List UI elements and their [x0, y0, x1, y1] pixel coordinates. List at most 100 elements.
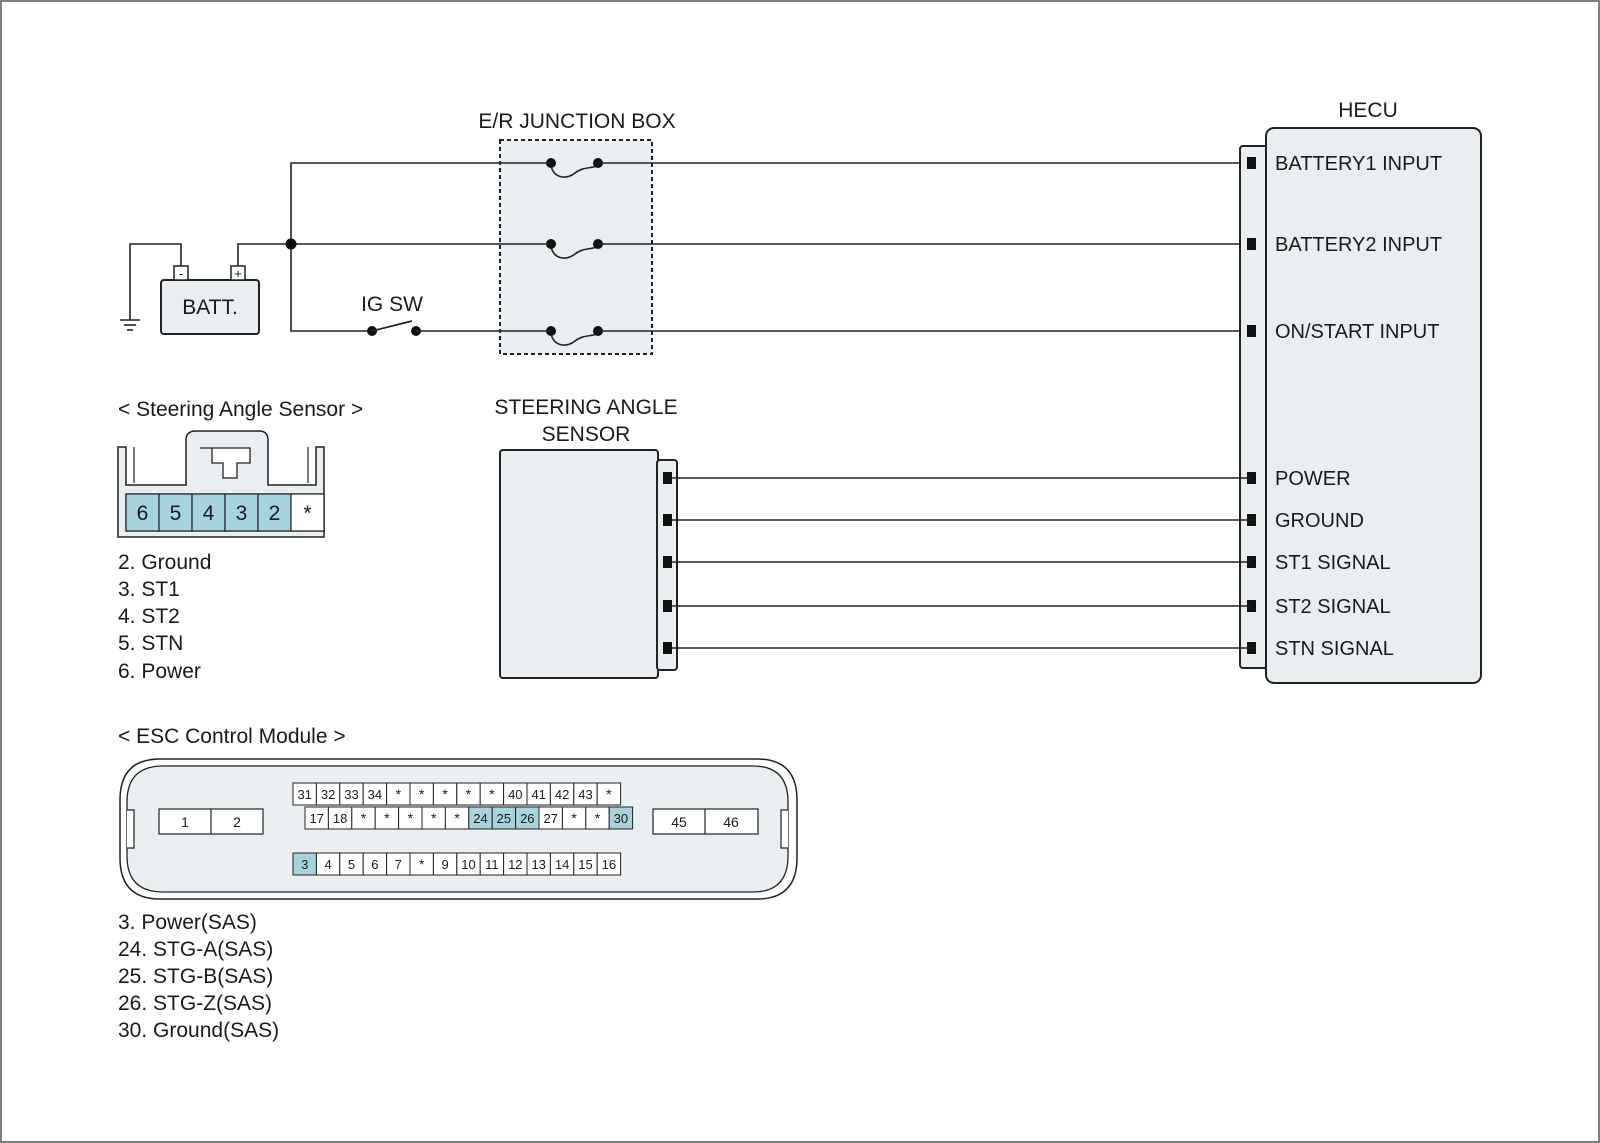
esc-pin-cell: 2: [233, 814, 241, 830]
sas-pin-cell: [290, 493, 325, 532]
esc-pin-number: 13: [531, 857, 545, 872]
sas-pin-number: *: [303, 502, 311, 525]
sas-module-title: SENSOR: [542, 423, 631, 446]
hecu-pin-label: ON/START INPUT: [1275, 321, 1439, 343]
splice-dot: [285, 238, 297, 250]
battery: - + BATT.: [160, 265, 260, 335]
esc-pin-number: 42: [555, 787, 569, 802]
ground-symbol: [120, 243, 182, 331]
esc-pin-number: *: [571, 810, 577, 826]
esc-pin-cell: 1: [181, 814, 189, 830]
ig-switch: IG SW: [361, 293, 551, 336]
esc-pin-cell: 45: [671, 814, 687, 830]
esc-pin-number: 41: [531, 787, 545, 802]
sas-pin-number: 5: [170, 502, 182, 525]
sas-pin-number: 6: [137, 502, 149, 525]
svg-text:+: +: [234, 266, 242, 281]
esc-right-pins: 45 46: [652, 808, 759, 835]
hecu-module: [1265, 127, 1482, 684]
esc-legend-item: 3. Power(SAS): [118, 911, 257, 934]
esc-legend-item: 26. STG-Z(SAS): [118, 992, 272, 1015]
esc-pin-number: 18: [333, 811, 347, 826]
ig-switch-label: IG SW: [361, 293, 423, 316]
sas-connector-title: < Steering Angle Sensor >: [118, 398, 363, 421]
esc-pin-number: 43: [578, 787, 592, 802]
esc-pin-cell: [608, 806, 634, 830]
esc-pin-number: *: [419, 786, 425, 802]
esc-pin-number: *: [361, 810, 367, 826]
esc-pin-number: *: [595, 810, 601, 826]
ig-branch-wire: [290, 244, 372, 332]
esc-pin-number: 40: [508, 787, 522, 802]
sas-module-title: STEERING ANGLE: [494, 396, 677, 419]
esc-pin-number: 14: [555, 857, 569, 872]
esc-pin-cell: [596, 852, 622, 876]
hecu-pin-label: ST1 SIGNAL: [1275, 552, 1391, 574]
junction-box: [499, 139, 653, 355]
esc-pin-number: *: [606, 786, 612, 802]
hecu-pin-label: BATTERY1 INPUT: [1275, 153, 1442, 175]
esc-pin-number: 33: [344, 787, 358, 802]
sas-module: [499, 449, 659, 679]
hecu-pin-label: ST2 SIGNAL: [1275, 596, 1391, 618]
esc-pin-number: 32: [321, 787, 335, 802]
esc-pin-number: 9: [441, 857, 448, 872]
esc-pin-number: 24: [473, 811, 487, 826]
battery-feed-wire: [237, 243, 551, 266]
esc-left-pins: 1 2: [158, 808, 264, 835]
sas-legend-item: 5. STN: [118, 632, 183, 655]
sas-pin-number: 4: [203, 502, 215, 525]
hecu-pin-label: POWER: [1275, 468, 1351, 490]
esc-pin-number: 12: [508, 857, 522, 872]
esc-pin-number: 4: [324, 857, 331, 872]
battery-label: BATT.: [182, 296, 238, 319]
esc-pin-number: 25: [497, 811, 511, 826]
hecu-pin-label: BATTERY2 INPUT: [1275, 234, 1442, 256]
sas-pin-cell: [125, 493, 160, 532]
esc-pin-number: *: [408, 810, 414, 826]
esc-pin-number: *: [384, 810, 390, 826]
sas-pin-number: 3: [236, 502, 248, 525]
svg-text:-: -: [179, 266, 183, 281]
hecu-title: HECU: [1338, 99, 1398, 122]
sas-legend-item: 4. ST2: [118, 605, 180, 628]
esc-pin-number: 5: [348, 857, 355, 872]
hecu-pin-label: GROUND: [1275, 510, 1364, 532]
esc-pin-number: *: [489, 786, 495, 802]
junction-box-title: E/R JUNCTION BOX: [478, 110, 675, 133]
sas-legend-item: 2. Ground: [118, 551, 211, 574]
sas-legend-item: 6. Power: [118, 660, 201, 683]
esc-pin-number: 10: [461, 857, 475, 872]
esc-pin-number: *: [466, 786, 472, 802]
sas-legend-item: 3. ST1: [118, 578, 180, 601]
hecu-connector: [1239, 145, 1269, 669]
esc-pin-number: 31: [297, 787, 311, 802]
esc-pin-number: 16: [602, 857, 616, 872]
esc-pin-number: 27: [543, 811, 557, 826]
hecu-pins: [1247, 157, 1256, 654]
esc-legend-item: 30. Ground(SAS): [118, 1019, 279, 1042]
esc-pin-number: *: [419, 856, 425, 872]
esc-pin-number: 6: [371, 857, 378, 872]
esc-pin-number: 11: [485, 857, 499, 872]
esc-pin-number: *: [396, 786, 402, 802]
esc-legend-item: 24. STG-A(SAS): [118, 938, 273, 961]
esc-pin-number: 3: [301, 857, 308, 872]
esc-pin-number: 17: [309, 811, 323, 826]
esc-pin-number: *: [454, 810, 460, 826]
sas-module-pins: [663, 472, 672, 654]
esc-pin-number: 34: [368, 787, 382, 802]
esc-pin-number: 15: [578, 857, 592, 872]
esc-connector-title: < ESC Control Module >: [118, 725, 346, 748]
esc-pin-number: 30: [614, 811, 628, 826]
esc-pin-cell: 46: [723, 814, 739, 830]
sas-pin-number: 2: [269, 502, 281, 525]
hecu-pin-label: STN SIGNAL: [1275, 638, 1394, 660]
battery1-branch-wire: [290, 162, 551, 244]
esc-pin-number: *: [431, 810, 437, 826]
esc-legend-item: 25. STG-B(SAS): [118, 965, 273, 988]
esc-pin-cell: [596, 782, 622, 806]
